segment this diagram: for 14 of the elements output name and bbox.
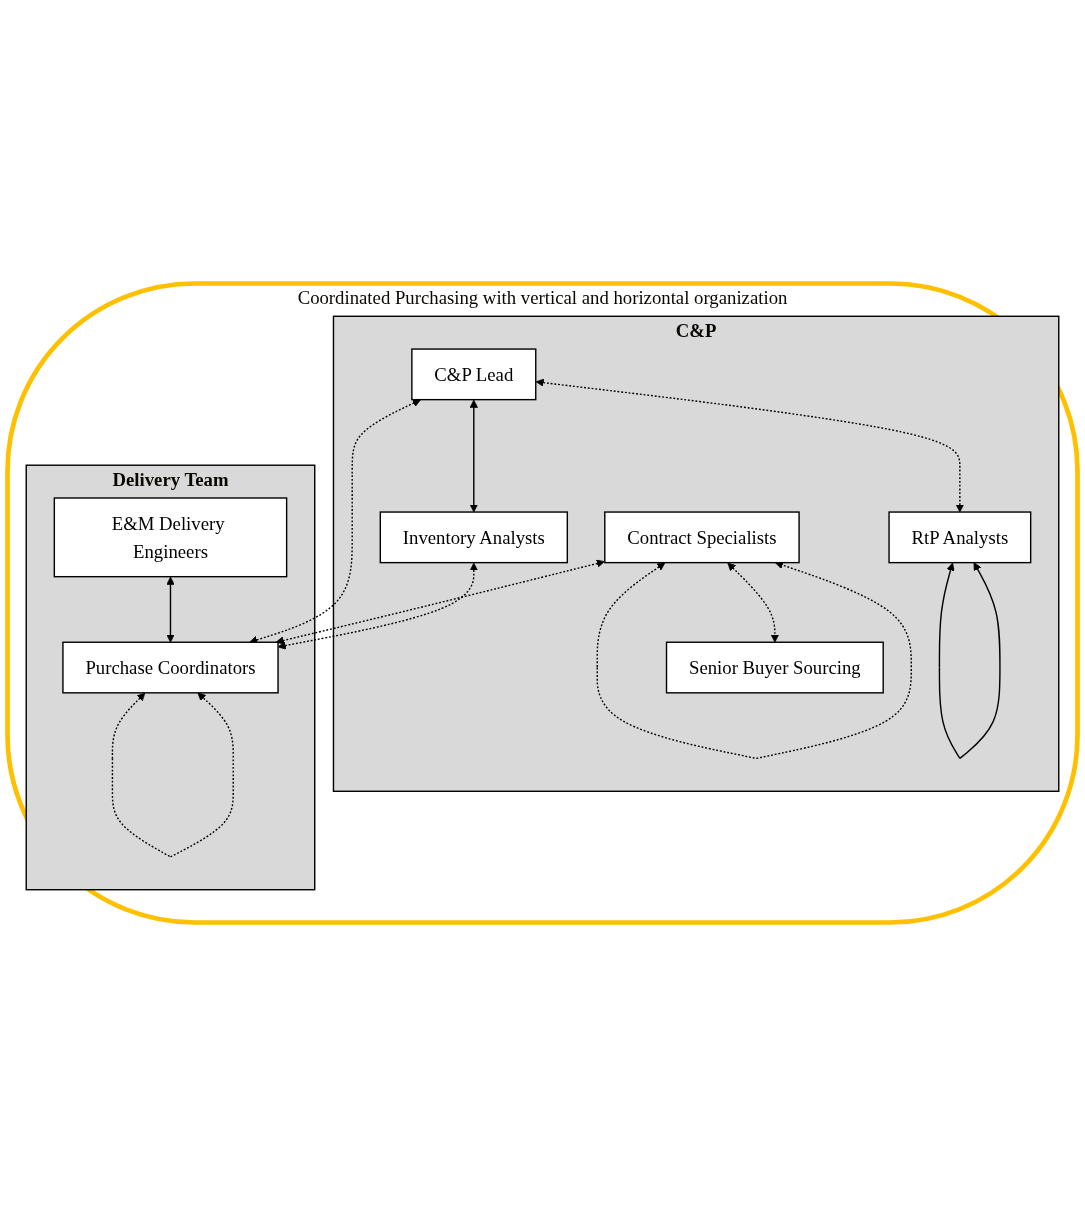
arrow bbox=[111, 691, 234, 858]
node-box: E&M Delivery Engineers bbox=[53, 496, 288, 577]
arrow bbox=[275, 559, 605, 644]
arrow bbox=[727, 562, 779, 643]
node-box: Inventory Analysts bbox=[379, 510, 569, 563]
node-box: Contract Specialists bbox=[604, 510, 800, 563]
arrow bbox=[166, 576, 175, 643]
node-box: C&P Lead bbox=[411, 347, 537, 400]
arrow bbox=[469, 399, 478, 512]
node-box: Purchase Coordinators bbox=[62, 641, 279, 694]
arrow bbox=[535, 378, 964, 512]
node-box: Senior Buyer Sourcing bbox=[665, 641, 884, 694]
node-box: RtP Analysts bbox=[888, 510, 1032, 563]
arrow bbox=[938, 561, 1001, 759]
